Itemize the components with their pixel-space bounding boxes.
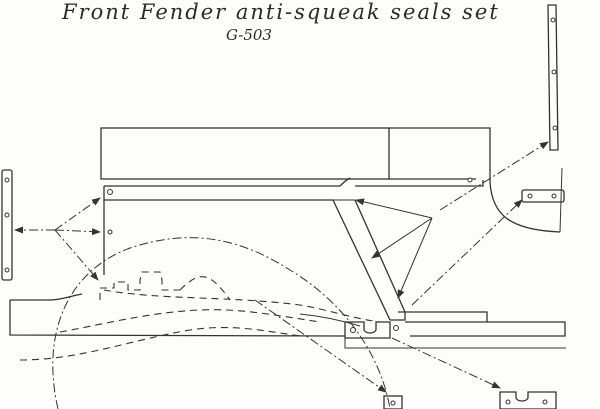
inner-fender-hidden [19, 271, 381, 361]
body-side-panel [489, 167, 563, 233]
seal-tab-bottom [383, 395, 403, 409]
bracket-seal-bottom-right [499, 391, 557, 409]
seal-tab-right [521, 189, 565, 203]
part-number: G-503 [226, 26, 272, 44]
frame-rail [9, 293, 566, 349]
diagram-title: Front Fender anti-squeak seals set [62, 0, 500, 24]
fender-brace [332, 199, 406, 321]
wheel-outline [52, 237, 391, 409]
seal-strip-left [1, 169, 13, 281]
fender-rail [103, 177, 484, 275]
leader-arrows [14, 141, 549, 393]
hood-panel [100, 127, 491, 182]
seal-strip-right [547, 4, 559, 151]
bracket-seal-center [344, 321, 399, 339]
